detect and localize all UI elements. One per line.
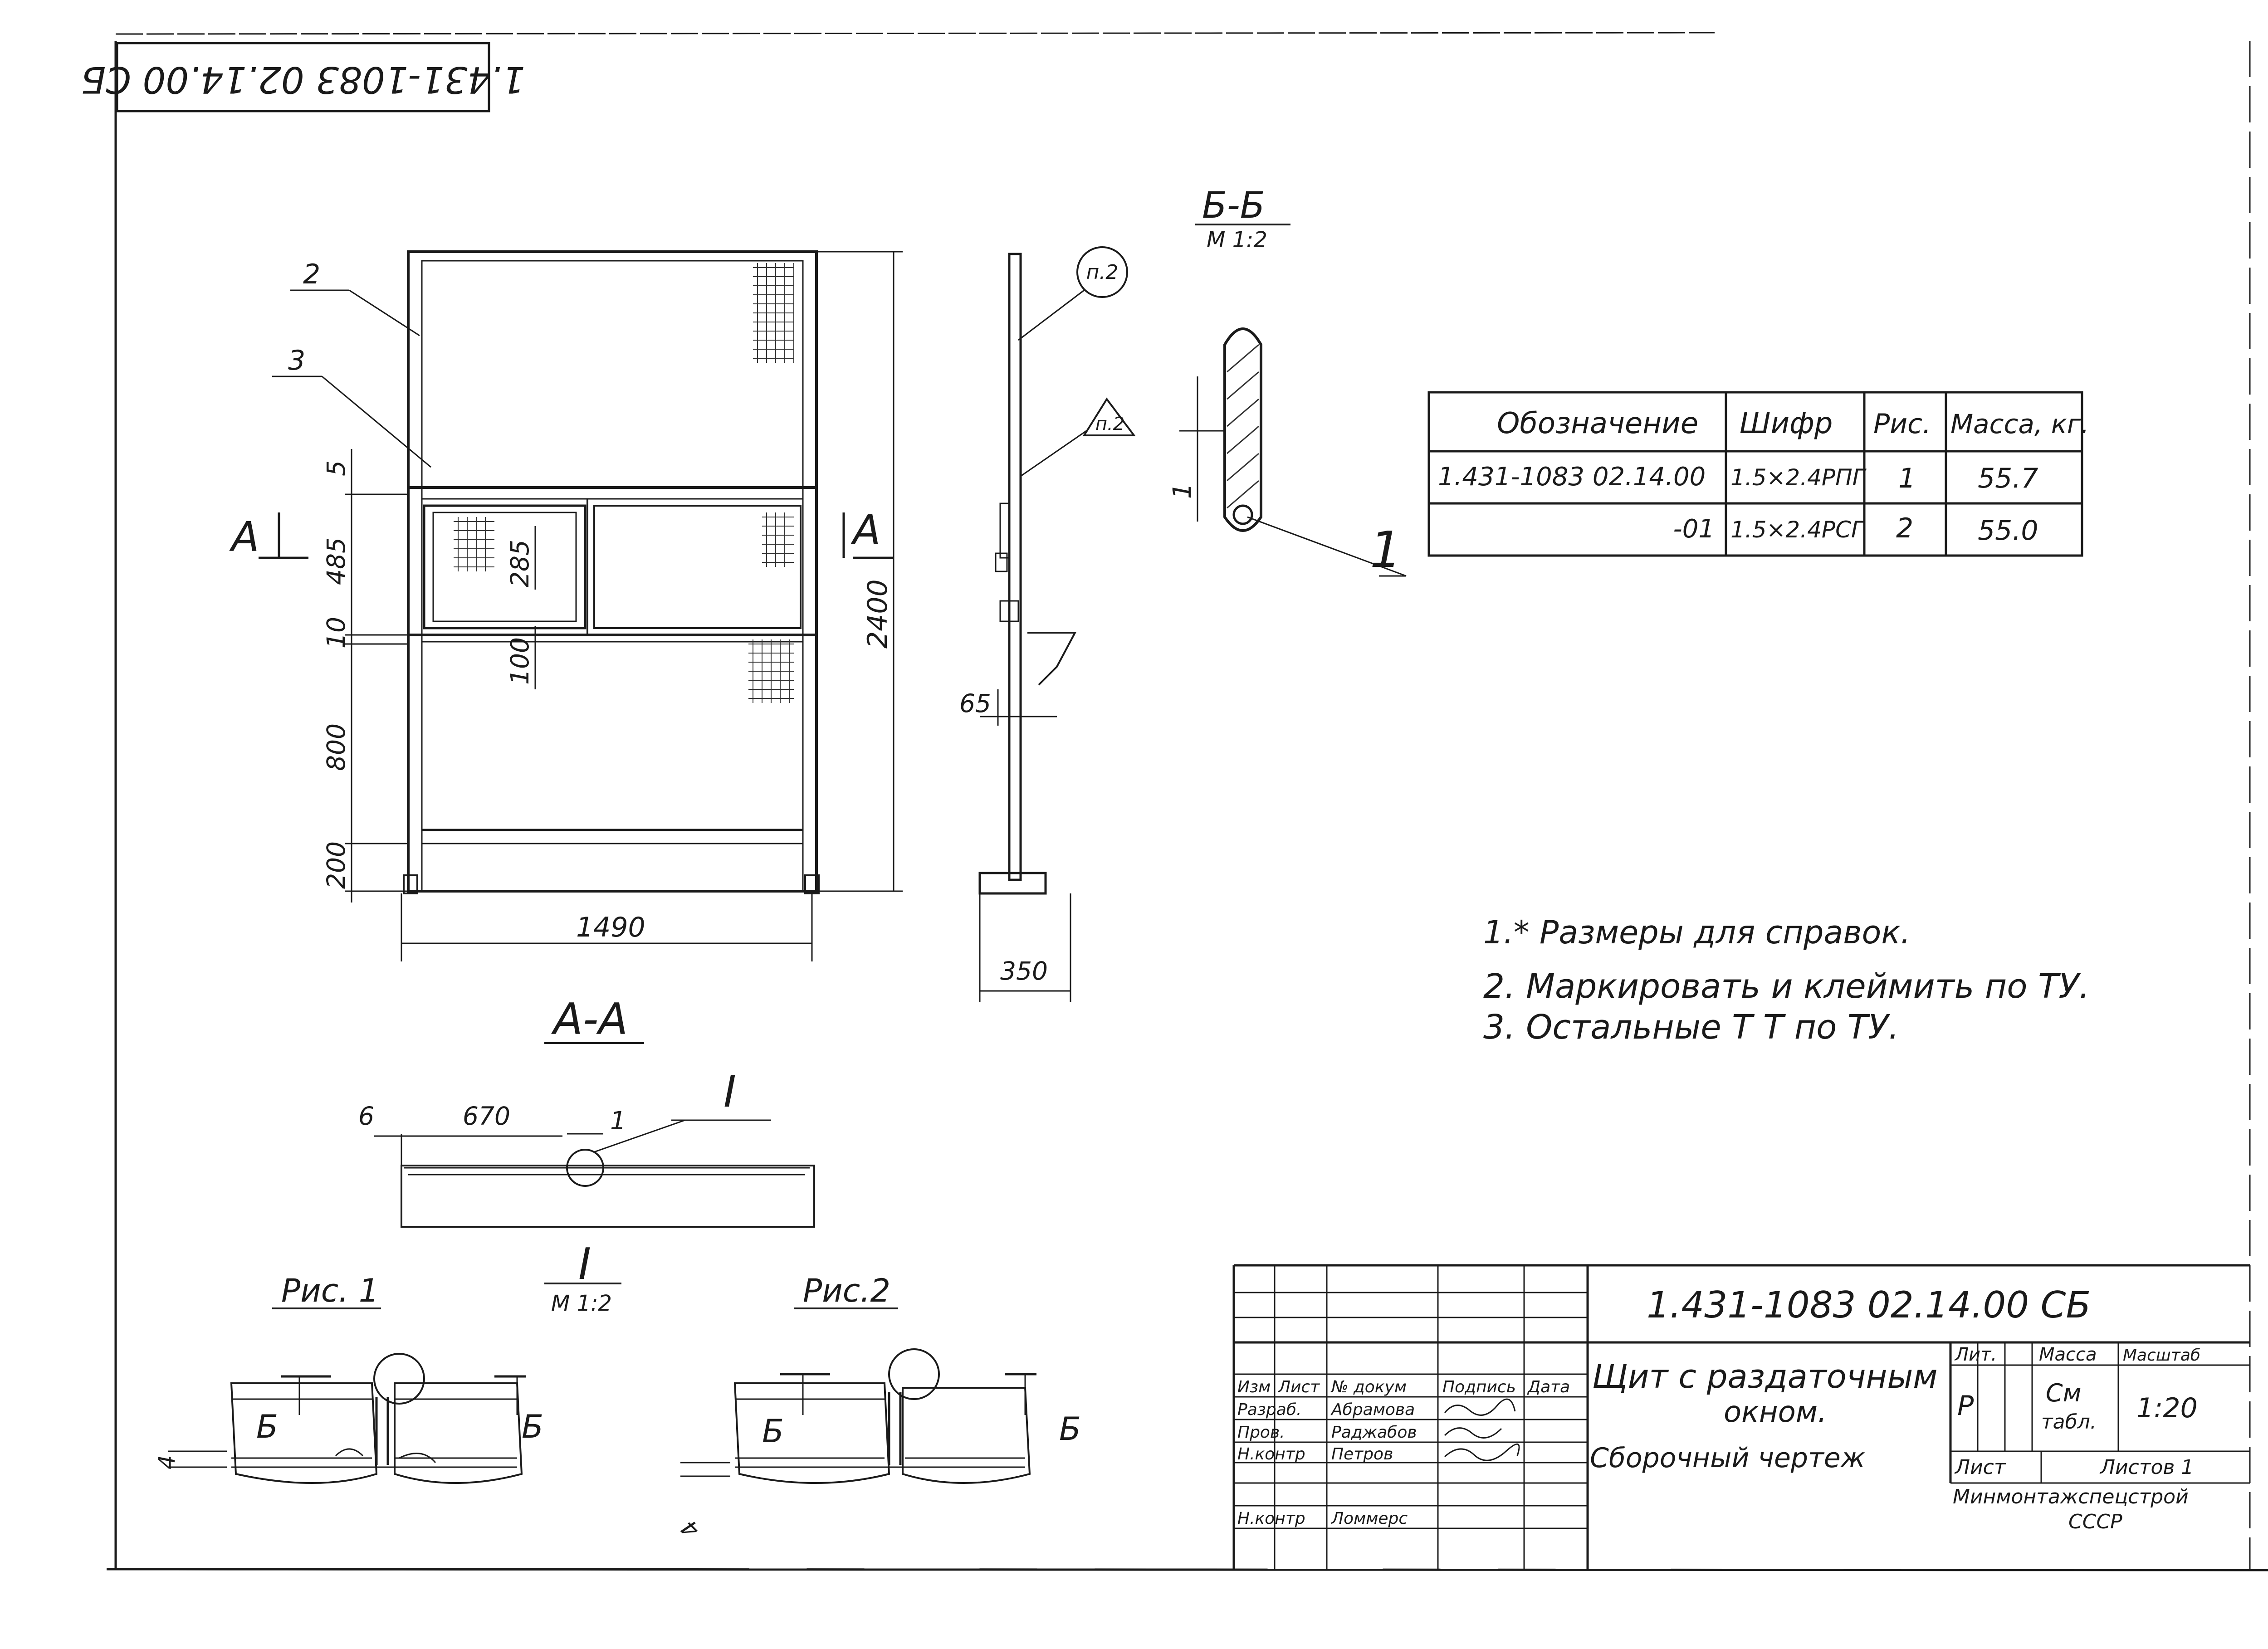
mesh-hatch-top	[454, 263, 794, 703]
left-dimension-lines	[345, 251, 903, 961]
rotated-stamp: 1.431-1083 02.14.00 СБ	[81, 42, 525, 112]
dim-100: 100	[505, 637, 534, 685]
spec-row1-mass: 55.7	[1978, 463, 2038, 494]
fig1-section-right: Б	[522, 1408, 543, 1445]
spec-row2-mass: 55.0	[1978, 515, 2038, 546]
tb-role-2: Пров.	[1237, 1423, 1285, 1442]
tb-role-4: Н.контр	[1237, 1509, 1305, 1528]
fig1-dim-4: 4	[154, 1455, 180, 1469]
tb-role-3: Н.контр	[1237, 1445, 1305, 1464]
title-block-title-line1: Щит с раздаточным	[1592, 1357, 1938, 1395]
section-aa-title: А-А	[551, 995, 628, 1044]
note-3: 3. Остальные Т Т по ТУ.	[1483, 1008, 1899, 1047]
tb-name-2: Раджабов	[1331, 1423, 1417, 1442]
note-1: 1.* Размеры для справок.	[1483, 914, 1911, 951]
section-bb: Б-Б М 1:2	[1179, 184, 1407, 577]
detail-I-label: I М 1:2	[544, 1239, 621, 1316]
tb-col-date: Дата	[1527, 1378, 1570, 1396]
leader-label-2: 2	[303, 259, 320, 290]
fig1-label: Рис. 1	[281, 1272, 379, 1309]
title-block-title-line2: окном.	[1724, 1395, 1827, 1429]
leader-lines	[272, 289, 431, 468]
tb-lit-header: Лит.	[1954, 1344, 1997, 1365]
aa-dim-1: 1	[610, 1106, 626, 1135]
title-block-grid	[1232, 1264, 2250, 1569]
dim-65: 65	[959, 689, 991, 718]
dim-200: 200	[322, 841, 351, 889]
dim-2400: 2400	[862, 579, 894, 649]
note-2: 2. Маркировать и клеймить по ТУ.	[1483, 967, 2090, 1006]
fig1-section-left: Б	[256, 1408, 278, 1445]
tb-lit-value: Р	[1957, 1390, 1974, 1422]
tb-name-4: Ломмерс	[1330, 1509, 1408, 1528]
rotated-stamp-code: 1.431-1083 02.14.00 СБ	[81, 59, 525, 101]
fig1: Рис. 1 Б Б 4	[154, 1272, 543, 1484]
tb-col-sign: Подпись	[1442, 1378, 1516, 1396]
title-block-title-line3: Сборочный чертеж	[1590, 1442, 1865, 1474]
tb-name-3: Петров	[1331, 1445, 1393, 1464]
fig2: Рис.2 Б Б 4	[676, 1272, 1081, 1543]
leader-label-3: 3	[288, 345, 305, 376]
tb-sheet-label: Лист	[1954, 1456, 2006, 1479]
title-block-code: 1.431-1083 02.14.00 СБ	[1647, 1284, 2091, 1326]
aa-callout-I: I	[723, 1067, 736, 1117]
dim-285: 285	[505, 540, 534, 587]
dim-5: 5	[322, 460, 351, 476]
sheet-frame	[106, 32, 2268, 1571]
aa-dim-670: 670	[463, 1102, 510, 1131]
dim-1490: 1490	[576, 912, 645, 943]
dim-800: 800	[322, 723, 351, 771]
spec-header-code: Шифр	[1740, 407, 1833, 440]
fig2-section-right: Б	[1059, 1410, 1081, 1448]
weld-mark-circle: п.2	[1086, 261, 1119, 284]
tb-scale-header: Масштаб	[2123, 1346, 2200, 1365]
detail-title: I	[578, 1239, 591, 1289]
detail-scale: М 1:2	[551, 1291, 612, 1316]
aa-dim-6: 6	[358, 1102, 374, 1131]
spec-row1-designation: 1.431-1083 02.14.00	[1438, 462, 1706, 492]
signatures	[1444, 1398, 1520, 1461]
tb-mass-header: Масса	[2039, 1344, 2097, 1365]
spec-row1-fig: 1	[1898, 463, 1916, 494]
dim-350: 350	[1000, 956, 1048, 985]
section-bb-title: Б-Б	[1202, 184, 1265, 226]
tb-org-line1: Минмонтажспецстрой	[1953, 1485, 2189, 1508]
spec-table	[1427, 391, 2083, 557]
fig2-label: Рис.2	[803, 1272, 890, 1309]
tb-name-1: Абрамова	[1330, 1400, 1415, 1419]
dim-485: 485	[322, 537, 351, 585]
side-view	[978, 246, 1136, 1002]
tb-col-izm: Изм	[1237, 1378, 1271, 1396]
section-bb-dim-1: 1	[1168, 483, 1197, 499]
section-aa: А-А 6 670 1 I	[358, 995, 815, 1228]
tb-scale-value: 1:20	[2136, 1392, 2198, 1424]
tb-mass-value-1: См	[2046, 1379, 2081, 1407]
weld-mark-triangle: п.2	[1095, 414, 1124, 434]
fig2-section-left: Б	[762, 1413, 784, 1450]
section-a-left: A	[229, 513, 259, 561]
tb-role-1: Разраб.	[1237, 1400, 1301, 1419]
tb-col-list: Лист	[1277, 1378, 1320, 1396]
section-a-marks	[259, 512, 894, 559]
spec-header-fig: Рис.	[1873, 408, 1931, 440]
section-bb-scale: М 1:2	[1207, 227, 1267, 253]
dim-10: 10	[322, 617, 351, 649]
front-view	[403, 250, 820, 894]
spec-header-designation: Обозначение	[1497, 407, 1698, 440]
tb-sheets-label: Листов 1	[2099, 1456, 2194, 1479]
spec-row2-fig: 2	[1896, 512, 1913, 544]
tb-col-doc: № докум	[1330, 1378, 1407, 1396]
section-a-right: A	[850, 507, 881, 554]
spec-row1-code: 1.5×2.4РПГ	[1730, 464, 1867, 491]
spec-row2-designation: -01	[1673, 514, 1715, 544]
tb-org-line2: СССР	[2068, 1510, 2122, 1533]
tb-mass-value-2: табл.	[2041, 1410, 2097, 1434]
section-bb-callout: 1	[1370, 521, 1402, 579]
fig2-dim-4: 4	[676, 1514, 705, 1543]
spec-header-mass: Масса, кг.	[1950, 409, 2089, 439]
spec-row2-code: 1.5×2.4РСГ	[1730, 517, 1866, 543]
